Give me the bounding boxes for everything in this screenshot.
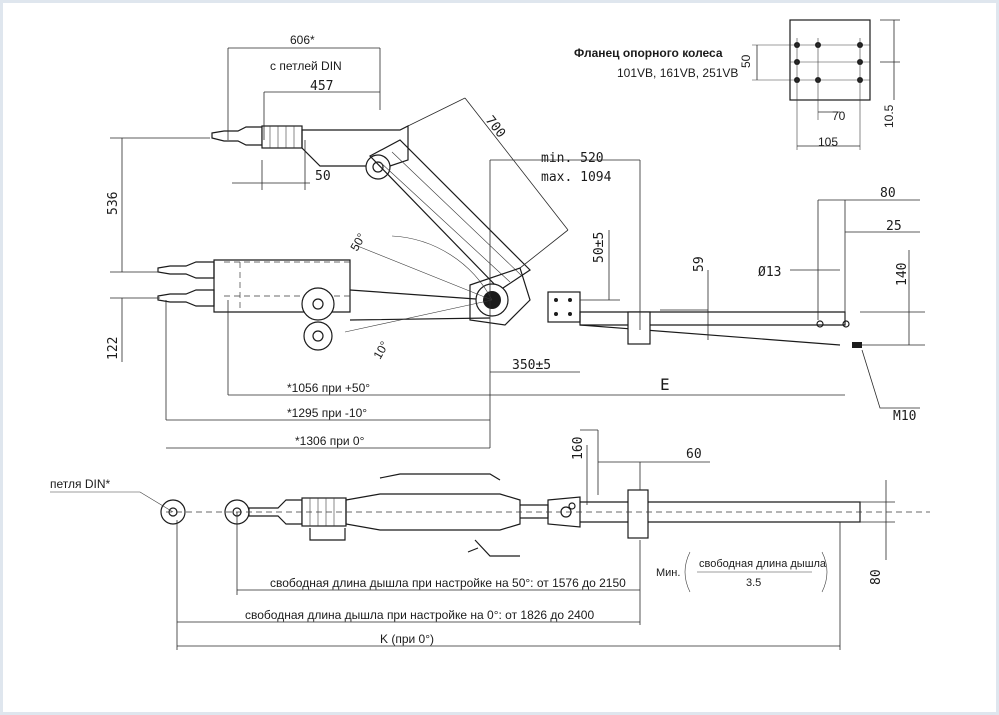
- free-length-50: свободная длина дышла при настройке на 5…: [270, 576, 626, 590]
- len-m10deg: *1295 при -10°: [287, 406, 367, 420]
- dim-M10: M10: [893, 409, 916, 424]
- hitch-level: [157, 259, 351, 351]
- plan-view: петля DIN* 160 60 80 Мин. свободная длин…: [50, 429, 930, 650]
- dim-din-label: с петлей DIN: [270, 59, 342, 73]
- flange-detail: Фланец опорного колеса 101VB, 161VB, 251…: [574, 19, 900, 150]
- angle-10: 10°: [370, 339, 391, 362]
- flange-models: 101VB, 161VB, 251VB: [617, 66, 738, 80]
- min-label: Мин.: [656, 567, 680, 579]
- flange-title: Фланец опорного колеса: [574, 46, 723, 60]
- dim-80-top: 80: [880, 186, 896, 201]
- technical-drawing: Фланец опорного колеса 101VB, 161VB, 251…: [50, 19, 930, 650]
- dim-457: 457: [310, 79, 333, 94]
- len-0deg: *1306 при 0°: [295, 434, 365, 448]
- dim-K: K (при 0°): [380, 632, 434, 646]
- dim-max: max. 1094: [541, 170, 612, 185]
- dim-25: 25: [886, 219, 902, 234]
- dim-350: 350±5: [512, 358, 551, 373]
- free-length-0: свободная длина дышла при настройке на 0…: [245, 608, 594, 622]
- dim-80-bottom: 80: [869, 569, 884, 585]
- dim-59: 59: [692, 256, 707, 272]
- dim-50-top: 50: [315, 169, 331, 184]
- flange-dim-50: 50: [739, 54, 753, 68]
- dim-50pm5: 50±5: [592, 232, 607, 263]
- dim-min: min. 520: [541, 151, 604, 166]
- free-length-label: свободная длина дышла: [699, 558, 827, 570]
- dim-700: 700: [482, 113, 508, 141]
- len-50deg: *1056 при +50°: [287, 381, 370, 395]
- dim-140: 140: [895, 263, 910, 286]
- angle-50: 50°: [347, 231, 368, 254]
- dim-606: 606*: [290, 33, 315, 47]
- dim-60: 60: [686, 447, 702, 462]
- dim-536: 536: [106, 192, 121, 215]
- dim-160: 160: [571, 437, 586, 460]
- flange-dim-70: 70: [832, 109, 846, 123]
- drawing-sheet: Фланец опорного колеса 101VB, 161VB, 251…: [3, 3, 996, 712]
- dim-d13: Ø13: [758, 265, 781, 280]
- flange-dim-105: 105: [818, 135, 838, 149]
- dim-122: 122: [106, 337, 121, 360]
- din-loop-label: петля DIN*: [50, 477, 111, 491]
- hitch-raised: [211, 125, 409, 180]
- flange-dim-10-5: 10.5: [882, 104, 896, 128]
- side-view: 606* с петлей DIN 457 50 536 122 700 min…: [106, 33, 925, 449]
- free-length-value: 3.5: [746, 577, 761, 589]
- dim-E: E: [660, 375, 670, 394]
